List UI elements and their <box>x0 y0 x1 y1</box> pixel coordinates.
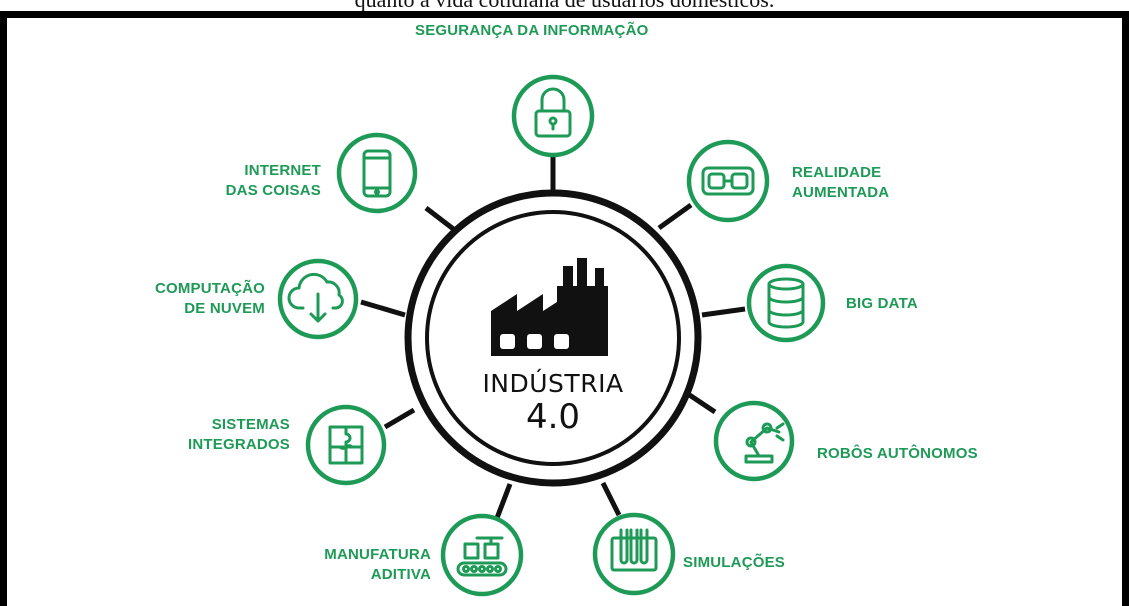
vr-glasses-icon <box>701 166 755 196</box>
label-realidade-line2: AUMENTADA <box>792 184 890 201</box>
node-circle-seguranca <box>511 74 595 158</box>
label-simulacoes: SIMULAÇÕES <box>683 554 786 571</box>
spoke-realidade <box>657 202 693 231</box>
spoke-bigdata <box>701 306 746 318</box>
industry-diagram: INDÚSTRIA 4.0 <box>277 74 826 597</box>
spoke-manufatura <box>494 483 513 519</box>
label-internet-line2: DAS COISAS <box>225 182 321 199</box>
test-tubes-icon <box>610 528 658 572</box>
label-realidade-line1: REALIDADE <box>792 164 882 181</box>
smartphone-icon <box>362 149 392 198</box>
node-circle-simulacoes <box>592 512 676 596</box>
spoke-internet <box>424 206 458 233</box>
label-sistemas-line2: INTEGRADOS <box>187 436 290 453</box>
robot-arm-icon <box>744 422 785 464</box>
label-robos: ROBÔS AUTÔNOMOS <box>817 445 978 462</box>
padlock-icon <box>534 87 572 138</box>
label-realidade: REALIDADE AUMENTADA <box>792 163 889 203</box>
cloud-download-icon <box>287 272 344 323</box>
label-sistemas-line1: SISTEMAS <box>211 416 290 433</box>
spoke-sistemas <box>383 407 416 430</box>
spoke-robos <box>683 389 717 415</box>
label-internet-line1: INTERNET <box>244 162 321 179</box>
label-sistemas: SISTEMAS INTEGRADOS <box>157 415 290 455</box>
label-manufatura: MANUFATURA ADITIVA <box>291 545 431 585</box>
center-title: INDÚSTRIA <box>482 368 623 398</box>
label-manufatura-line2: ADITIVA <box>370 566 431 583</box>
label-internet: INTERNET DAS COISAS <box>197 161 321 201</box>
label-computacao-line1: COMPUTAÇÃO <box>154 280 265 297</box>
label-bigdata: BIG DATA <box>846 295 918 312</box>
center-version: 4.0 <box>526 397 580 437</box>
diagram-panel: INDÚSTRIA 4.0 <box>7 18 1122 606</box>
conveyor-icon <box>456 536 508 577</box>
connector-spokes <box>360 155 746 519</box>
label-seguranca: SEGURANÇA DA INFORMAÇÃO <box>415 22 649 39</box>
factory-icon <box>491 258 608 356</box>
puzzle-icon <box>328 425 364 465</box>
label-computacao-line2: DE NUVEM <box>184 300 265 317</box>
node-circle-internet <box>336 132 418 214</box>
spoke-computacao <box>360 299 406 318</box>
node-circle-manufatura <box>440 513 524 597</box>
label-computacao: COMPUTAÇÃO DE NUVEM <box>117 279 265 319</box>
label-manufatura-line1: MANUFATURA <box>324 546 431 563</box>
figure-caption: quanto à vida cotidiana de usuários domé… <box>0 0 1129 13</box>
database-icon <box>767 277 805 329</box>
spoke-simulacoes <box>600 481 622 517</box>
